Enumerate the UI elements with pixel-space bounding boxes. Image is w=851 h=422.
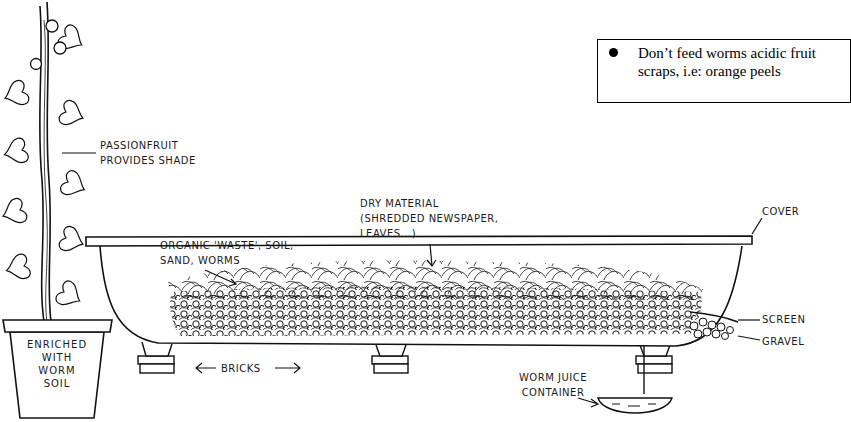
- worm-juice-container: [598, 346, 672, 413]
- passionfruit-vine: [40, 2, 51, 322]
- part-label: ORGANIC 'WASTE', SOIL, SAND, WORMS: [160, 238, 310, 268]
- plant-pot: ENRICHED WITH WORM SOIL: [2, 318, 114, 420]
- leader-lines: [62, 153, 762, 407]
- bricks: [138, 356, 672, 373]
- screen: [690, 312, 738, 322]
- part-label: DRY MATERIAL (SHREDDED NEWSPAPER, LEAVES…: [360, 196, 500, 241]
- vine-leaves: [0, 23, 90, 312]
- passionfruits: [31, 20, 67, 70]
- part-label: BRICKS: [221, 361, 281, 376]
- bullet-point: [609, 48, 618, 57]
- note-box: Don’t feed worms acidic fruit scraps, i.…: [597, 39, 851, 103]
- organic-waste: [170, 287, 702, 336]
- part-label: SCREEN: [762, 312, 842, 327]
- pot-body: [10, 332, 104, 418]
- part-label: WORM JUICE CONTAINER: [508, 370, 598, 400]
- pot-rim: [3, 320, 112, 332]
- note-text: Don’t feed worms acidic fruit scraps, i.…: [638, 44, 838, 80]
- pot-label: ENRICHED WITH WORM SOIL: [24, 338, 90, 390]
- bathtub: [86, 236, 752, 346]
- part-label: PASSIONFRUIT PROVIDES SHADE: [100, 138, 215, 168]
- gravel: [690, 318, 734, 340]
- part-label: COVER: [762, 204, 842, 219]
- part-label: GRAVEL: [762, 334, 842, 349]
